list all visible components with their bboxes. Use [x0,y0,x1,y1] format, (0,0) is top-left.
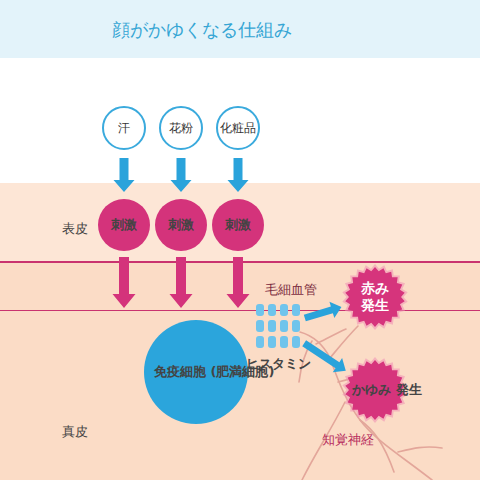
circle-outline [103,107,145,149]
stimulus-circle: 刺激 [212,199,264,251]
capillary-band: 毛細血管 [0,261,480,312]
histamine-granule [268,320,276,332]
node-label: かゆみ 発生 [352,382,398,398]
node-label: 真皮 [62,424,88,440]
immune-cell: 免疫細胞 (肥満細胞) [144,320,248,424]
epidermis-band: 表皮 刺激 刺激 刺激 [0,183,480,261]
histamine-granule [268,304,276,316]
histamine-granule [268,336,276,348]
symptom-burst: かゆみ 発生 [345,360,405,420]
node-label: 表皮 [62,221,88,237]
histamine-granule [280,304,288,316]
filled-circle [155,199,207,251]
trigger-circle: 花粉 [159,106,203,150]
trigger-circle: 汗 [102,106,146,150]
circle-outline [217,107,259,149]
node-label: 毛細血管 [265,282,317,298]
node-label: 刺激 [168,217,194,233]
burst-shape [345,267,404,327]
filled-circle [212,199,264,251]
histamine-granule [280,336,288,348]
filled-circle [98,199,150,251]
histamine-granule [256,304,264,316]
histamine-granule [292,336,300,348]
symptom-burst: 赤み 発生 [345,267,405,327]
node-label: 刺激 [225,217,251,233]
node-shape [256,304,300,348]
node-label: 刺激 [111,217,137,233]
title-bar: 顔がかゆくなる仕組み [0,0,480,58]
burst-glow [342,357,407,423]
histamine-granules: ヒスタミン [256,304,300,348]
node-label: 花粉 [169,121,193,136]
stimulus-circle: 刺激 [98,199,150,251]
stimulus-circle: 刺激 [155,199,207,251]
circle-outline [160,107,202,149]
histamine-granule [256,336,264,348]
structure-label: 知覚神経 [322,432,374,449]
diagram-title: 顔がかゆくなる仕組み [112,18,292,42]
trigger-circle: 化粧品 [216,106,260,150]
histamine-granule [292,304,300,316]
node-label: 免疫細胞 (肥満細胞) [154,364,238,380]
burst-glow [342,264,407,330]
node-label: 汗 [118,121,130,136]
histamine-granule [256,320,264,332]
burst-shape [345,360,404,420]
node-label: 化粧品 [220,121,256,136]
node-label: 赤み 発生 [352,280,398,314]
dermis-band: 真皮 免疫細胞 (肥満細胞) ヒスタミンかゆみ 発生 [0,311,480,480]
histamine-granule [280,320,288,332]
filled-circle [144,320,248,424]
node-label: ヒスタミン [243,356,313,372]
histamine-granule [292,320,300,332]
